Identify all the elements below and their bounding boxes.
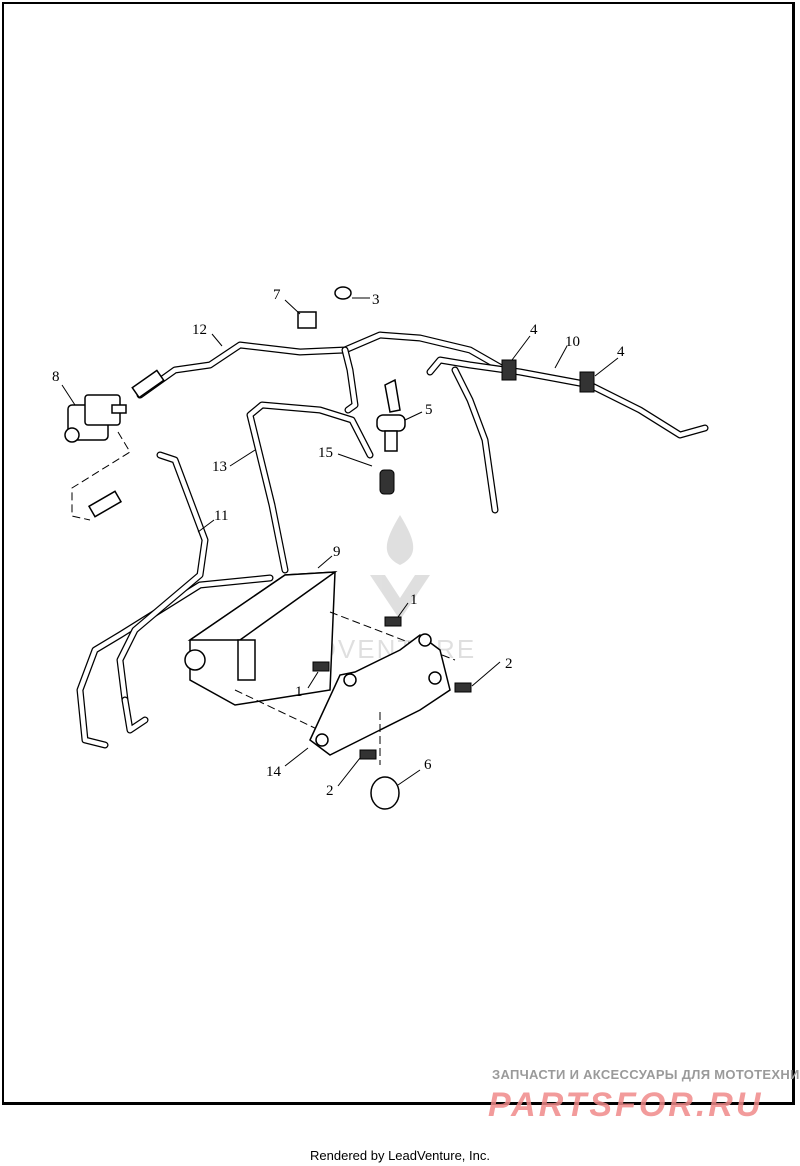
callout-1: 1 xyxy=(410,592,418,608)
canister-9 xyxy=(184,571,456,741)
clip-4b xyxy=(579,371,595,393)
valve-5 xyxy=(376,378,406,495)
hose-13 xyxy=(246,401,374,574)
clip-4a xyxy=(501,359,517,381)
hose-12 xyxy=(131,331,509,414)
brand-watermark: PARTSFOR.RU xyxy=(488,1086,764,1124)
leadventure-watermark xyxy=(370,515,430,620)
callout-11: 11 xyxy=(214,508,228,524)
tagline-watermark: ЗАПЧАСТИ И АКСЕССУАРЫ ДЛЯ МОТОТЕХНИКИ xyxy=(492,1067,800,1082)
callout-4: 4 xyxy=(617,344,625,360)
clip-7 xyxy=(297,311,317,329)
screw-2b xyxy=(359,749,377,760)
callout-12: 12 xyxy=(192,322,207,338)
callout-2: 2 xyxy=(505,656,513,672)
bracket-14 xyxy=(309,633,451,756)
callout-8: 8 xyxy=(52,369,60,385)
purge-solenoid-8 xyxy=(64,394,127,443)
callout-5: 5 xyxy=(425,402,433,418)
callout-13: 13 xyxy=(212,459,227,475)
callout-9: 9 xyxy=(333,544,341,560)
screw-1a xyxy=(384,616,402,627)
callout-15: 15 xyxy=(318,445,333,461)
screw-1b xyxy=(312,661,330,672)
callout-4: 4 xyxy=(530,322,538,338)
screw-2a xyxy=(454,682,472,693)
hose-end xyxy=(87,490,123,518)
leader-lines xyxy=(61,297,619,787)
footer-credit: Rendered by LeadVenture, Inc. xyxy=(310,1148,490,1163)
callout-1: 1 xyxy=(295,684,303,700)
callout-14: 14 xyxy=(266,764,282,780)
callout-7: 7 xyxy=(273,287,281,303)
hose-10 xyxy=(426,356,709,514)
diagram-frame xyxy=(2,2,795,1105)
clamp-3 xyxy=(334,286,352,300)
callout-3: 3 xyxy=(372,292,380,308)
callout-10: 10 xyxy=(565,334,580,350)
hose-11 xyxy=(76,451,274,749)
callout-2: 2 xyxy=(326,783,334,799)
grommet-6 xyxy=(370,776,400,810)
callout-6: 6 xyxy=(424,757,432,773)
